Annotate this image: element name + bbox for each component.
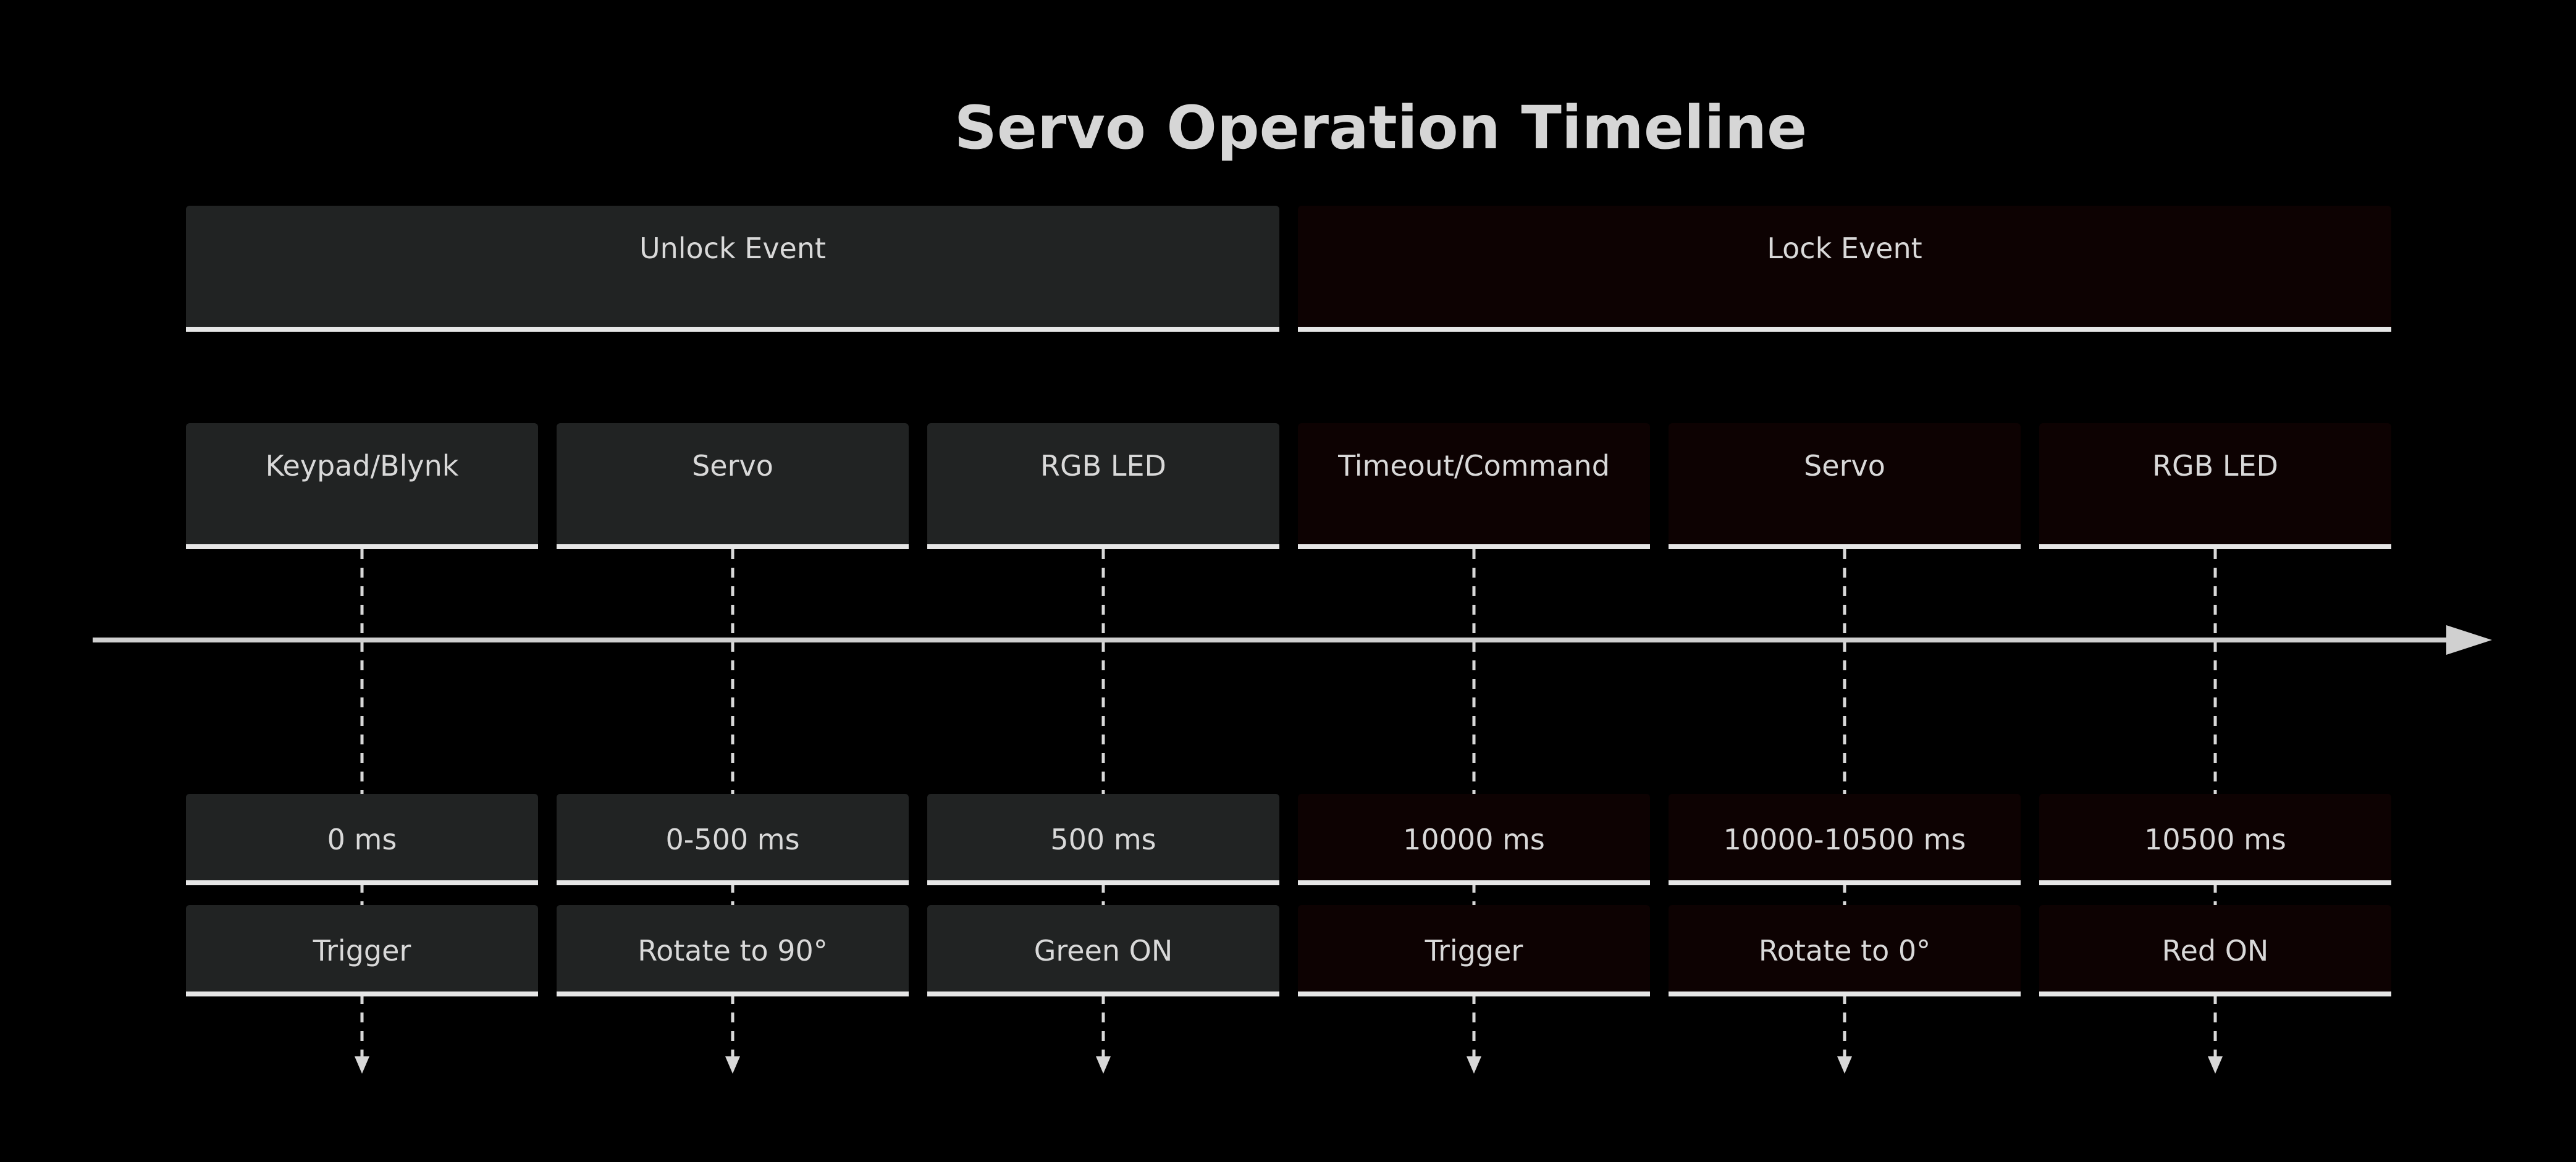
action-box-lock-1-label: Trigger <box>1425 934 1523 967</box>
action-box-unlock-2-underline <box>557 991 909 996</box>
action-box-unlock-1-underline <box>186 991 538 996</box>
section-lock-header-bg <box>1298 206 2391 332</box>
time-box-unlock-3-label: 500 ms <box>1050 823 1156 856</box>
actor-box-unlock-1-bg <box>186 423 538 549</box>
actor-box-unlock-2: Servo <box>557 423 909 549</box>
action-box-lock-2: Rotate to 0° <box>1669 905 2021 996</box>
action-box-unlock-3-bg <box>927 905 1279 996</box>
action-box-lock-2-bg <box>1669 905 2021 996</box>
connector-arrowhead-lock-1 <box>1467 1056 1481 1074</box>
connector-arrowhead-unlock-3 <box>1096 1056 1111 1074</box>
diagram-title: Servo Operation Timeline <box>954 93 1807 162</box>
actor-box-lock-2-underline <box>1669 544 2021 549</box>
actor-box-lock-1-underline <box>1298 544 1650 549</box>
actor-box-lock-3-bg <box>2039 423 2391 549</box>
time-box-lock-1-label: 10000 ms <box>1403 823 1545 856</box>
section-lock-header-label: Lock Event <box>1767 232 1922 265</box>
actor-box-unlock-3-underline <box>927 544 1279 549</box>
actor-box-lock-3: RGB LED <box>2039 423 2391 549</box>
time-box-unlock-2-bg <box>557 794 909 885</box>
time-box-lock-1: 10000 ms <box>1298 794 1650 885</box>
section-unlock-header: Unlock Event <box>186 206 1279 332</box>
time-box-lock-3: 10500 ms <box>2039 794 2391 885</box>
time-box-lock-2: 10000-10500 ms <box>1669 794 2021 885</box>
action-box-unlock-2-bg <box>557 905 909 996</box>
actor-box-lock-1-bg <box>1298 423 1650 549</box>
actor-box-lock-3-underline <box>2039 544 2391 549</box>
action-box-lock-3-underline <box>2039 991 2391 996</box>
action-box-lock-1-underline <box>1298 991 1650 996</box>
time-box-unlock-3-bg <box>927 794 1279 885</box>
action-box-lock-3-bg <box>2039 905 2391 996</box>
action-box-lock-1: Trigger <box>1298 905 1650 996</box>
action-box-unlock-1: Trigger <box>186 905 538 996</box>
section-unlock-header-bg <box>186 206 1279 332</box>
actor-box-lock-2-bg <box>1669 423 2021 549</box>
action-box-unlock-3: Green ON <box>927 905 1279 996</box>
time-box-lock-3-bg <box>2039 794 2391 885</box>
actor-box-unlock-1-underline <box>186 544 538 549</box>
time-box-unlock-1-underline <box>186 880 538 885</box>
time-box-unlock-1: 0 ms <box>186 794 538 885</box>
actor-box-lock-1-label: Timeout/Command <box>1337 449 1610 482</box>
time-box-lock-3-label: 10500 ms <box>2144 823 2286 856</box>
time-axis-arrowhead <box>2446 625 2492 655</box>
action-box-unlock-1-bg <box>186 905 538 996</box>
connector-arrowhead-lock-2 <box>1837 1056 1852 1074</box>
time-box-lock-2-bg <box>1669 794 2021 885</box>
time-box-lock-1-underline <box>1298 880 1650 885</box>
time-box-unlock-2-underline <box>557 880 909 885</box>
connector-arrowhead-unlock-2 <box>725 1056 740 1074</box>
actor-box-unlock-2-bg <box>557 423 909 549</box>
section-lock-header: Lock Event <box>1298 206 2391 332</box>
time-box-unlock-2-label: 0-500 ms <box>665 823 799 856</box>
time-box-lock-2-label: 10000-10500 ms <box>1724 823 1966 856</box>
actor-box-unlock-1-label: Keypad/Blynk <box>266 449 459 482</box>
actor-box-unlock-3: RGB LED <box>927 423 1279 549</box>
time-box-unlock-3-underline <box>927 880 1279 885</box>
timeline-events: Keypad/Blynk 0 ms Trigger Servo 0-500 ms Rota… <box>186 423 2391 996</box>
time-box-lock-3-underline <box>2039 880 2391 885</box>
actor-box-lock-2-label: Servo <box>1804 449 1885 482</box>
action-box-unlock-2-label: Rotate to 90° <box>638 934 828 967</box>
action-box-lock-3-label: Red ON <box>2162 934 2269 967</box>
time-box-unlock-1-bg <box>186 794 538 885</box>
actor-box-unlock-3-bg <box>927 423 1279 549</box>
action-box-lock-3: Red ON <box>2039 905 2391 996</box>
section-unlock-header-underline <box>186 327 1279 332</box>
section-lock-header-underline <box>1298 327 2391 332</box>
action-box-lock-1-bg <box>1298 905 1650 996</box>
action-box-lock-2-underline <box>1669 991 2021 996</box>
section-unlock-header-label: Unlock Event <box>639 232 826 265</box>
timeline-sections: Unlock Event Lock Event <box>186 206 2391 332</box>
time-axis <box>93 625 2492 655</box>
connector-arrowhead-unlock-1 <box>355 1056 369 1074</box>
actor-box-lock-1: Timeout/Command <box>1298 423 1650 549</box>
actor-box-unlock-2-label: Servo <box>692 449 773 482</box>
action-box-unlock-3-label: Green ON <box>1034 934 1173 967</box>
connector-arrowhead-lock-3 <box>2208 1056 2223 1074</box>
actor-box-lock-3-label: RGB LED <box>2152 449 2278 482</box>
action-box-unlock-3-underline <box>927 991 1279 996</box>
time-box-lock-1-bg <box>1298 794 1650 885</box>
actor-box-lock-2: Servo <box>1669 423 2021 549</box>
time-box-unlock-2: 0-500 ms <box>557 794 909 885</box>
time-box-unlock-1-label: 0 ms <box>327 823 397 856</box>
actor-box-unlock-2-underline <box>557 544 909 549</box>
action-box-lock-2-label: Rotate to 0° <box>1759 934 1930 967</box>
action-box-unlock-2: Rotate to 90° <box>557 905 909 996</box>
actor-box-unlock-1: Keypad/Blynk <box>186 423 538 549</box>
actor-box-unlock-3-label: RGB LED <box>1040 449 1166 482</box>
time-box-unlock-3: 500 ms <box>927 794 1279 885</box>
time-box-lock-2-underline <box>1669 880 2021 885</box>
action-box-unlock-1-label: Trigger <box>313 934 411 967</box>
